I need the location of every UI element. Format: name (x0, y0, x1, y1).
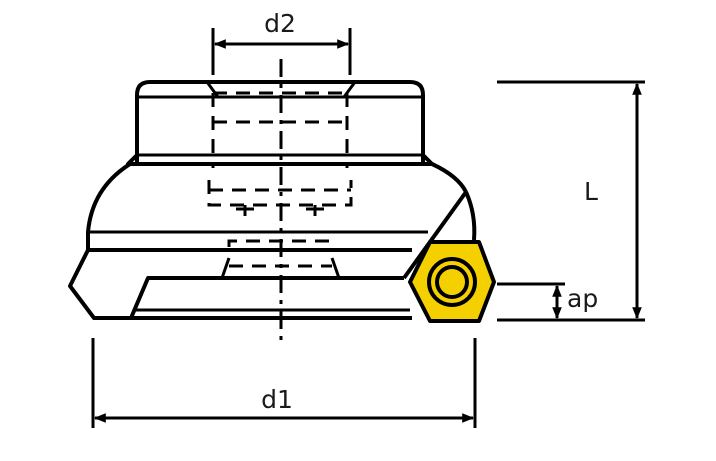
insert-screw-icon (435, 265, 469, 299)
cutting-insert (408, 240, 496, 323)
dome-right-side (464, 191, 477, 241)
shoulder-outline (126, 153, 434, 166)
dimension-d1: d1 (91, 338, 477, 428)
d2-label: d2 (264, 9, 296, 38)
dome-outline (86, 162, 468, 250)
ap-label: ap (567, 284, 598, 313)
dimension-ap: ap (497, 282, 598, 320)
hidden-lower-bore-sides (220, 257, 341, 279)
chip-pocket-edge (402, 190, 468, 280)
dimension-L: L (497, 80, 645, 322)
L-label: L (584, 177, 598, 206)
dimension-d2: d2 (211, 9, 352, 75)
cutter-body (68, 80, 477, 320)
lower-body-outline (68, 249, 412, 320)
d1-label: d1 (261, 385, 293, 414)
hub-outline (135, 80, 425, 162)
lower-rim (129, 276, 404, 319)
